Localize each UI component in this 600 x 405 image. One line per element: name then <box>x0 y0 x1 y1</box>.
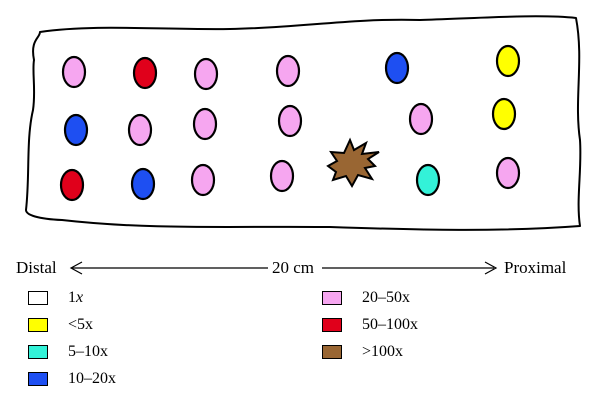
legend-label-text: <5x <box>68 316 94 333</box>
specimen-outline <box>25 15 582 231</box>
sample-site-r1c2 <box>132 56 158 90</box>
sample-site-r2c4 <box>277 104 303 138</box>
sample-site-r1c5 <box>384 51 410 85</box>
sample-sites <box>59 44 521 202</box>
legend-label: >100x <box>362 342 403 362</box>
legend-item: 50–100x <box>322 315 418 335</box>
legend-swatch <box>28 372 48 386</box>
sample-site-r3c6 <box>495 156 521 190</box>
legend-label: 1x <box>68 288 83 308</box>
sample-site-r1c6 <box>495 44 521 78</box>
legend-label-text: 5–10x <box>68 343 108 360</box>
legend-swatch <box>322 291 342 305</box>
legend-item: 20–50x <box>322 288 410 308</box>
legend-label-text: 20–50x <box>362 289 410 306</box>
sample-site-r2c1 <box>63 113 89 147</box>
arrow-right-icon <box>484 261 498 275</box>
sample-site-r2c6 <box>491 97 517 131</box>
sample-site-r1c1 <box>61 55 87 89</box>
legend-label: <5x <box>68 315 93 335</box>
legend-label: 10–20x <box>68 369 116 389</box>
legend-label: 5–10x <box>68 342 108 362</box>
legend-item: 1x <box>28 288 83 308</box>
sample-site-r2c2 <box>127 113 153 147</box>
legend-swatch <box>28 291 48 305</box>
legend-label-text: 1 <box>68 289 76 306</box>
sample-site-r3c5 <box>415 163 441 197</box>
sample-site-r2c5 <box>408 102 434 136</box>
sample-site-r3c1 <box>59 168 85 202</box>
sample-site-r3c3 <box>190 163 216 197</box>
legend-item: >100x <box>322 342 403 362</box>
sample-site-r1c4 <box>275 54 301 88</box>
sample-site-r1c3 <box>193 57 219 91</box>
sample-site-r3c2 <box>130 167 156 201</box>
legend-label-text: >100x <box>362 343 404 360</box>
sample-site-r3c4 <box>269 159 295 193</box>
legend-label: 50–100x <box>362 315 418 335</box>
legend-swatch <box>28 318 48 332</box>
arrow-left-icon <box>69 261 83 275</box>
distal-label: Distal <box>16 258 57 277</box>
legend-item: <5x <box>28 315 93 335</box>
legend-swatch <box>28 345 48 359</box>
distance-label: 20 cm <box>269 257 318 279</box>
proximal-label: Proximal <box>504 258 567 277</box>
tumor-lesion-icon <box>326 137 380 189</box>
sample-site-r2c3 <box>192 107 218 141</box>
legend-swatch <box>322 345 342 359</box>
legend-label-suffix: x <box>76 289 84 306</box>
legend-label-text: 50–100x <box>362 316 418 333</box>
colon-specimen-diagram <box>25 15 582 231</box>
legend-swatch <box>322 318 342 332</box>
legend-item: 5–10x <box>28 342 108 362</box>
legend-label-text: 10–20x <box>68 370 116 387</box>
distance-axis <box>69 261 498 275</box>
legend-item: 10–20x <box>28 369 116 389</box>
legend-label: 20–50x <box>362 288 410 308</box>
